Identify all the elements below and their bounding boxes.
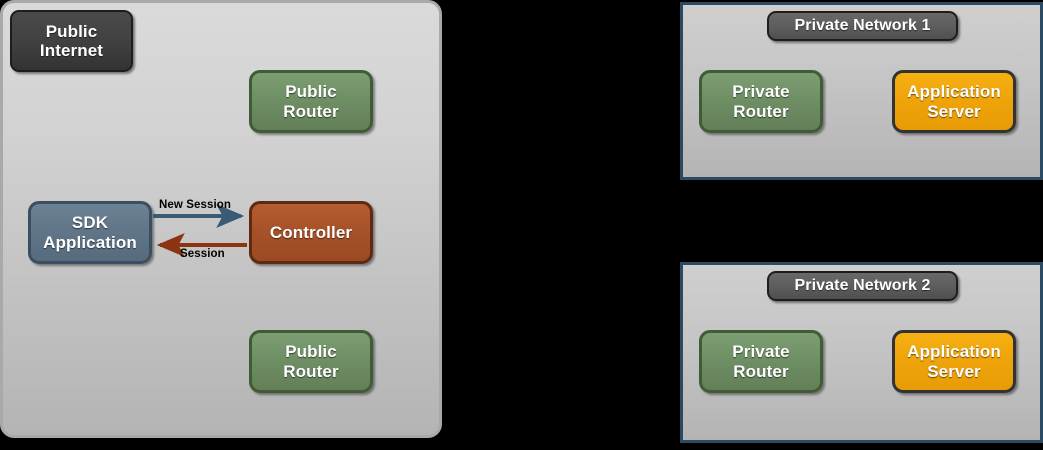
node-controller[interactable]: Controller xyxy=(249,201,373,264)
edge-label-session: Session xyxy=(180,248,225,260)
node-public-internet-label: Public Internet xyxy=(39,21,104,60)
node-public-router-top-label: Public Router xyxy=(283,82,339,121)
node-sdk-application-label: SDK Application xyxy=(43,213,137,252)
private-network-1-title-label: Private Network 1 xyxy=(794,17,931,35)
node-public-router-top[interactable]: Public Router xyxy=(249,70,373,133)
private-network-2-title-label: Private Network 2 xyxy=(794,277,931,295)
node-application-server-2[interactable]: Application Server xyxy=(892,330,1016,393)
node-application-server-1-label: Application Server xyxy=(907,82,1001,121)
node-controller-label: Controller xyxy=(269,222,353,242)
edge-label-new-session: New Session xyxy=(159,199,232,211)
private-network-2-title: Private Network 2 xyxy=(767,271,958,301)
node-private-router-2[interactable]: Private Router xyxy=(699,330,823,393)
node-sdk-application[interactable]: SDK Application xyxy=(28,201,152,264)
node-public-router-bottom[interactable]: Public Router xyxy=(249,330,373,393)
node-private-router-1[interactable]: Private Router xyxy=(699,70,823,133)
node-application-server-2-label: Application Server xyxy=(907,342,1001,381)
node-public-router-bottom-label: Public Router xyxy=(283,342,339,381)
node-private-router-2-label: Private Router xyxy=(732,342,790,381)
node-public-internet[interactable]: Public Internet xyxy=(10,10,133,72)
node-application-server-1[interactable]: Application Server xyxy=(892,70,1016,133)
node-private-router-1-label: Private Router xyxy=(732,82,790,121)
private-network-1-title: Private Network 1 xyxy=(767,11,958,41)
